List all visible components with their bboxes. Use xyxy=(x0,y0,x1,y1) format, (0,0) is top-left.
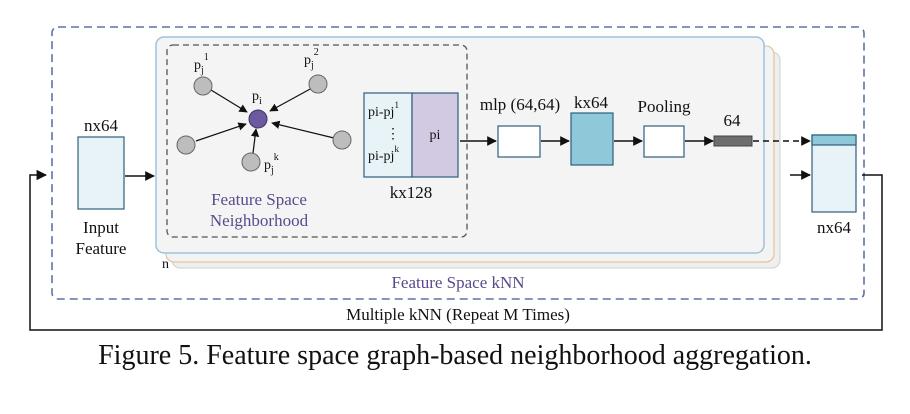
center-node-label: pi xyxy=(252,89,262,107)
neighbor-2-label: pj2 xyxy=(304,47,319,71)
kx64-block xyxy=(570,112,614,166)
outer-knn-label: Feature Space kNN xyxy=(391,273,524,292)
neighbor-node-4 xyxy=(332,130,352,150)
kx64-label: kx64 xyxy=(574,93,609,112)
input-label-line2: Feature xyxy=(76,239,127,258)
neighbor-node-k xyxy=(241,152,261,172)
figure-caption: Figure 5. Feature space graph-based neig… xyxy=(98,340,812,371)
repeat-loop-line xyxy=(29,169,883,331)
matrix-row1: pi-pj1 xyxy=(368,100,399,120)
output-dim-label: nx64 xyxy=(817,218,852,237)
edge-n2 xyxy=(269,87,313,112)
edge-n4 xyxy=(271,120,335,139)
edge-n3 xyxy=(195,122,247,142)
edge-nk xyxy=(250,128,260,154)
input-feature-block xyxy=(77,136,125,210)
neighborhood-frame xyxy=(166,44,468,238)
neighbor-node-3 xyxy=(176,135,196,155)
diagram-canvas: nx64 Input Feature pj1 pj2 pi pjk Featur… xyxy=(29,26,883,331)
pooling-block xyxy=(643,125,685,158)
mlp-block xyxy=(497,125,541,158)
stack-layer-front xyxy=(155,36,765,254)
outer-knn-frame xyxy=(51,26,865,300)
edge-n1 xyxy=(210,89,248,113)
output-feature-block xyxy=(811,134,857,213)
matrix-right-block xyxy=(411,92,459,178)
matrix-rowk: pi-pjk xyxy=(368,144,399,164)
matrix-right-label: pi xyxy=(430,128,441,143)
center-node xyxy=(248,109,268,129)
matrix-dim-label: kx128 xyxy=(390,183,433,202)
repeat-label: Multiple kNN (Repeat M Times) xyxy=(346,305,570,324)
stack-n-label: n xyxy=(162,257,169,272)
neighbor-k-label: pjk xyxy=(264,152,279,176)
neighbor-1-label: pj1 xyxy=(194,52,209,76)
neighbor-node-2 xyxy=(308,74,328,94)
mlp-label: mlp (64,64) xyxy=(480,95,560,114)
pooling-label: Pooling xyxy=(638,97,691,116)
pooled-vector xyxy=(713,135,753,147)
input-dim-label: nx64 xyxy=(84,116,119,135)
neighbor-node-1 xyxy=(193,76,213,96)
input-label-line1: Input xyxy=(83,218,119,237)
pooled-dim-label: 64 xyxy=(724,111,742,130)
output-top-row xyxy=(811,134,857,146)
matrix-dots: ⋮ xyxy=(386,127,400,142)
neighborhood-title-line2: Neighborhood xyxy=(210,211,309,230)
neighborhood-title-line1: Feature Space xyxy=(211,190,307,209)
